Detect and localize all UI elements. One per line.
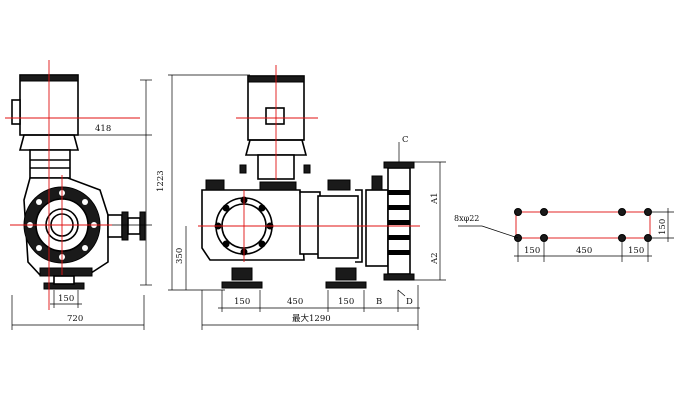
base-outline bbox=[515, 211, 651, 239]
side-coupling-housing bbox=[29, 149, 71, 179]
base-holes-label: 8xφ22 bbox=[454, 214, 479, 223]
front-foot-right bbox=[325, 281, 367, 289]
base-hole-layout: 8xφ22 150 450 150 150 bbox=[454, 208, 674, 262]
front-total-label: 最大1290 bbox=[292, 313, 331, 324]
base-dim-2: 450 bbox=[576, 246, 592, 256]
base-holes bbox=[514, 208, 652, 242]
side-outlet-body bbox=[107, 214, 123, 238]
front-foot-left bbox=[221, 281, 263, 289]
front-height-label: 350 bbox=[175, 248, 185, 264]
front-dim-1: 150 bbox=[234, 297, 250, 307]
front-cylinder bbox=[317, 195, 359, 259]
front-pump-head bbox=[365, 189, 389, 267]
front-dim-d: D bbox=[406, 297, 413, 307]
front-dim-c: C bbox=[402, 135, 409, 145]
front-dim-2: 450 bbox=[287, 297, 303, 307]
base-dim-3: 150 bbox=[628, 246, 644, 256]
base-height-label: 150 bbox=[658, 219, 668, 235]
side-width-label: 720 bbox=[67, 314, 83, 324]
side-view: 418 1223 150 720 bbox=[5, 60, 166, 330]
front-view: 350 150 450 150 B D 最大1290 C A1 A2 bbox=[168, 65, 446, 330]
front-a2-label: A2 bbox=[430, 252, 440, 265]
side-offset-label: 418 bbox=[95, 124, 111, 134]
side-height-label: 1223 bbox=[156, 170, 166, 192]
front-dim-b: B bbox=[376, 297, 382, 307]
side-terminal-box bbox=[11, 99, 21, 125]
side-foot-spacing-label: 150 bbox=[58, 294, 74, 304]
front-a1-label: A1 bbox=[430, 192, 440, 205]
front-dim-3: 150 bbox=[338, 297, 354, 307]
side-foot-plate bbox=[39, 267, 93, 277]
base-dim-1: 150 bbox=[524, 246, 540, 256]
front-terminal-box bbox=[265, 107, 285, 125]
